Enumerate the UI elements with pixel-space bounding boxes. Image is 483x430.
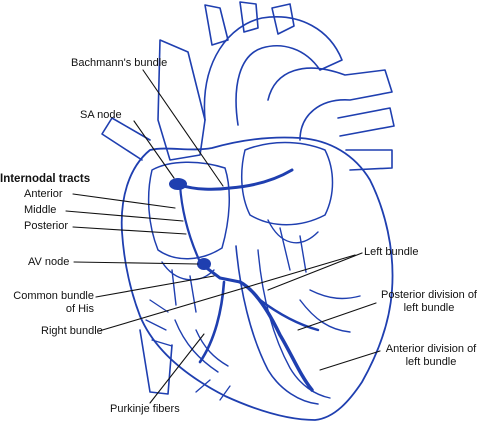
heart-anatomy (101, 1, 395, 421)
right-atrium (147, 161, 231, 260)
right-bundle-branch (198, 280, 226, 364)
right-ventricle-papillary (174, 319, 229, 373)
leader-middle (65, 210, 184, 222)
left-ventricle-papillary (299, 289, 361, 333)
subclavian-artery (271, 3, 295, 35)
purkinje-network (145, 299, 231, 401)
label-sa-node: SA node (80, 109, 122, 121)
leader-common-bundle (95, 275, 215, 298)
leader-right-bundle (98, 254, 356, 332)
mitral-valve (267, 219, 319, 273)
leader-posterior-division (297, 302, 377, 331)
leader-sa-node (133, 120, 175, 179)
tricuspid-valve (161, 261, 215, 313)
label-internodal-tracts: Internodal tracts (0, 173, 91, 185)
label-common-bundle-line2: of His (65, 303, 94, 315)
carotid-artery (239, 1, 259, 33)
leader-anterior-division (319, 350, 381, 371)
label-common-bundle-line1: Common bundle (13, 290, 94, 302)
label-anterior-division-line1: Anterior division of (385, 343, 477, 355)
pulmonary-trunk (267, 67, 393, 141)
label-left-bundle: Left bundle (364, 246, 419, 258)
leader-left-bundle (267, 252, 363, 291)
leader-lines (65, 69, 381, 404)
label-purkinje-fibers: Purkinje fibers (110, 403, 180, 415)
pulmonary-vein-upper (337, 107, 395, 137)
leader-anterior (72, 193, 176, 209)
label-posterior: Posterior (24, 220, 69, 232)
label-anterior-division-line2: left bundle (405, 356, 457, 368)
septum-inner (257, 249, 331, 399)
inferior-vena-cava (139, 329, 173, 395)
posterior-internodal-path (178, 183, 202, 264)
av-node-shape (197, 258, 211, 270)
left-pulmonary-veins-left (101, 117, 151, 161)
left-bundle-branch (238, 280, 314, 392)
label-posterior-division-line1: Posterior division of (381, 289, 477, 301)
sa-node-shape (169, 178, 187, 190)
label-posterior-division: Posterior division of left bundle (377, 289, 481, 315)
leader-purkinje (149, 333, 205, 404)
leader-av-node (73, 261, 199, 265)
left-atrium (240, 141, 334, 226)
label-right-bundle: Right bundle (41, 325, 103, 337)
leader-posterior (72, 226, 187, 235)
superior-vena-cava (157, 39, 206, 161)
label-common-bundle: Common bundle of His (10, 290, 94, 316)
aortic-arch (203, 16, 343, 126)
leader-bachmanns (142, 69, 224, 187)
label-middle: Middle (24, 204, 57, 216)
brachiocephalic-artery (204, 4, 229, 46)
pulmonary-vein-lower (345, 149, 393, 171)
internodal-tract-line (178, 168, 294, 191)
label-bachmanns-bundle: Bachmann's bundle (71, 57, 168, 69)
label-anterior: Anterior (24, 188, 63, 200)
label-anterior-division: Anterior division of left bundle (381, 343, 481, 369)
heart-outline (120, 136, 394, 421)
label-av-node: AV node (28, 256, 70, 268)
posterior-fascicle (258, 298, 320, 332)
bundle-of-his (202, 264, 242, 284)
label-posterior-division-line2: left bundle (403, 302, 455, 314)
